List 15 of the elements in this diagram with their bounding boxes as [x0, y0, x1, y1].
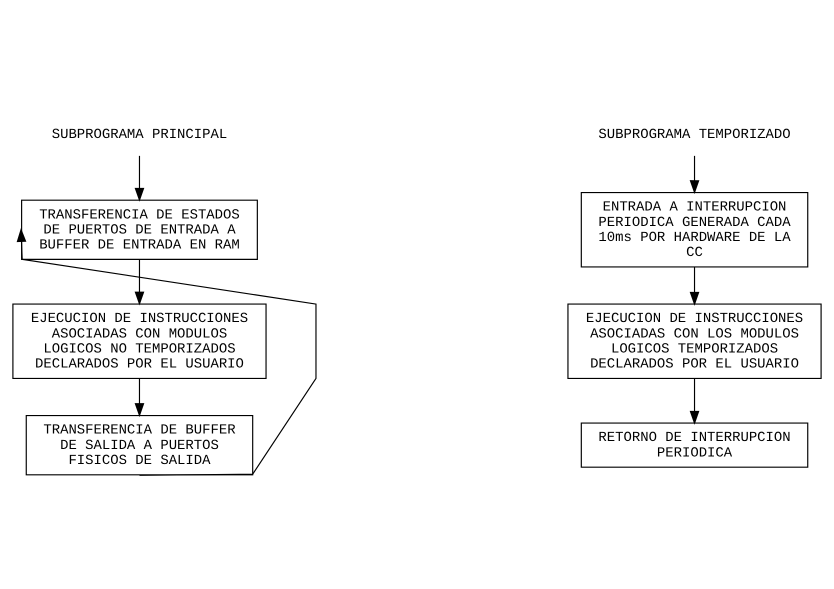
arrow [134, 260, 144, 306]
node-box: TRANSFERENCIA DE ESTADOS DE PUERTOS DE ENTRADA A BUFFER DE ENTRADA EN RAM [21, 200, 258, 260]
node-box: RETORNO DE INTERRUPCION PERIODICA [580, 422, 808, 468]
arrow [690, 156, 700, 194]
arrow [690, 378, 700, 425]
node-text: SUBPROGRAMA PRINCIPAL [52, 127, 228, 144]
arrow [16, 228, 317, 476]
node-box: EJECUCION DE INSTRUCCIONES ASOCIADAS CON MODULOS LOGICOS NO TEMPORIZADOS DECLARADOS POR EL USUARIO [12, 304, 267, 379]
node-box: ENTRADA A INTERRUPCION PERIODICA GENERADA CADA 10ms POR HARDWARE DE LA CC [580, 192, 808, 268]
arrow [134, 156, 144, 202]
arrow [134, 378, 144, 418]
node-box: EJECUCION DE INSTRUCCIONES ASOCIADAS CON LOS MODULOS LOGICOS TEMPORIZADOS DECLARADOS POR EL USUARIO [567, 304, 822, 379]
node-box: TRANSFERENCIA DE BUFFER DE SALIDA A PUERTOS FISICOS DE SALIDA [26, 414, 254, 476]
node-text: SUBPROGRAMA TEMPORIZADO [598, 127, 791, 144]
arrow [690, 266, 700, 306]
